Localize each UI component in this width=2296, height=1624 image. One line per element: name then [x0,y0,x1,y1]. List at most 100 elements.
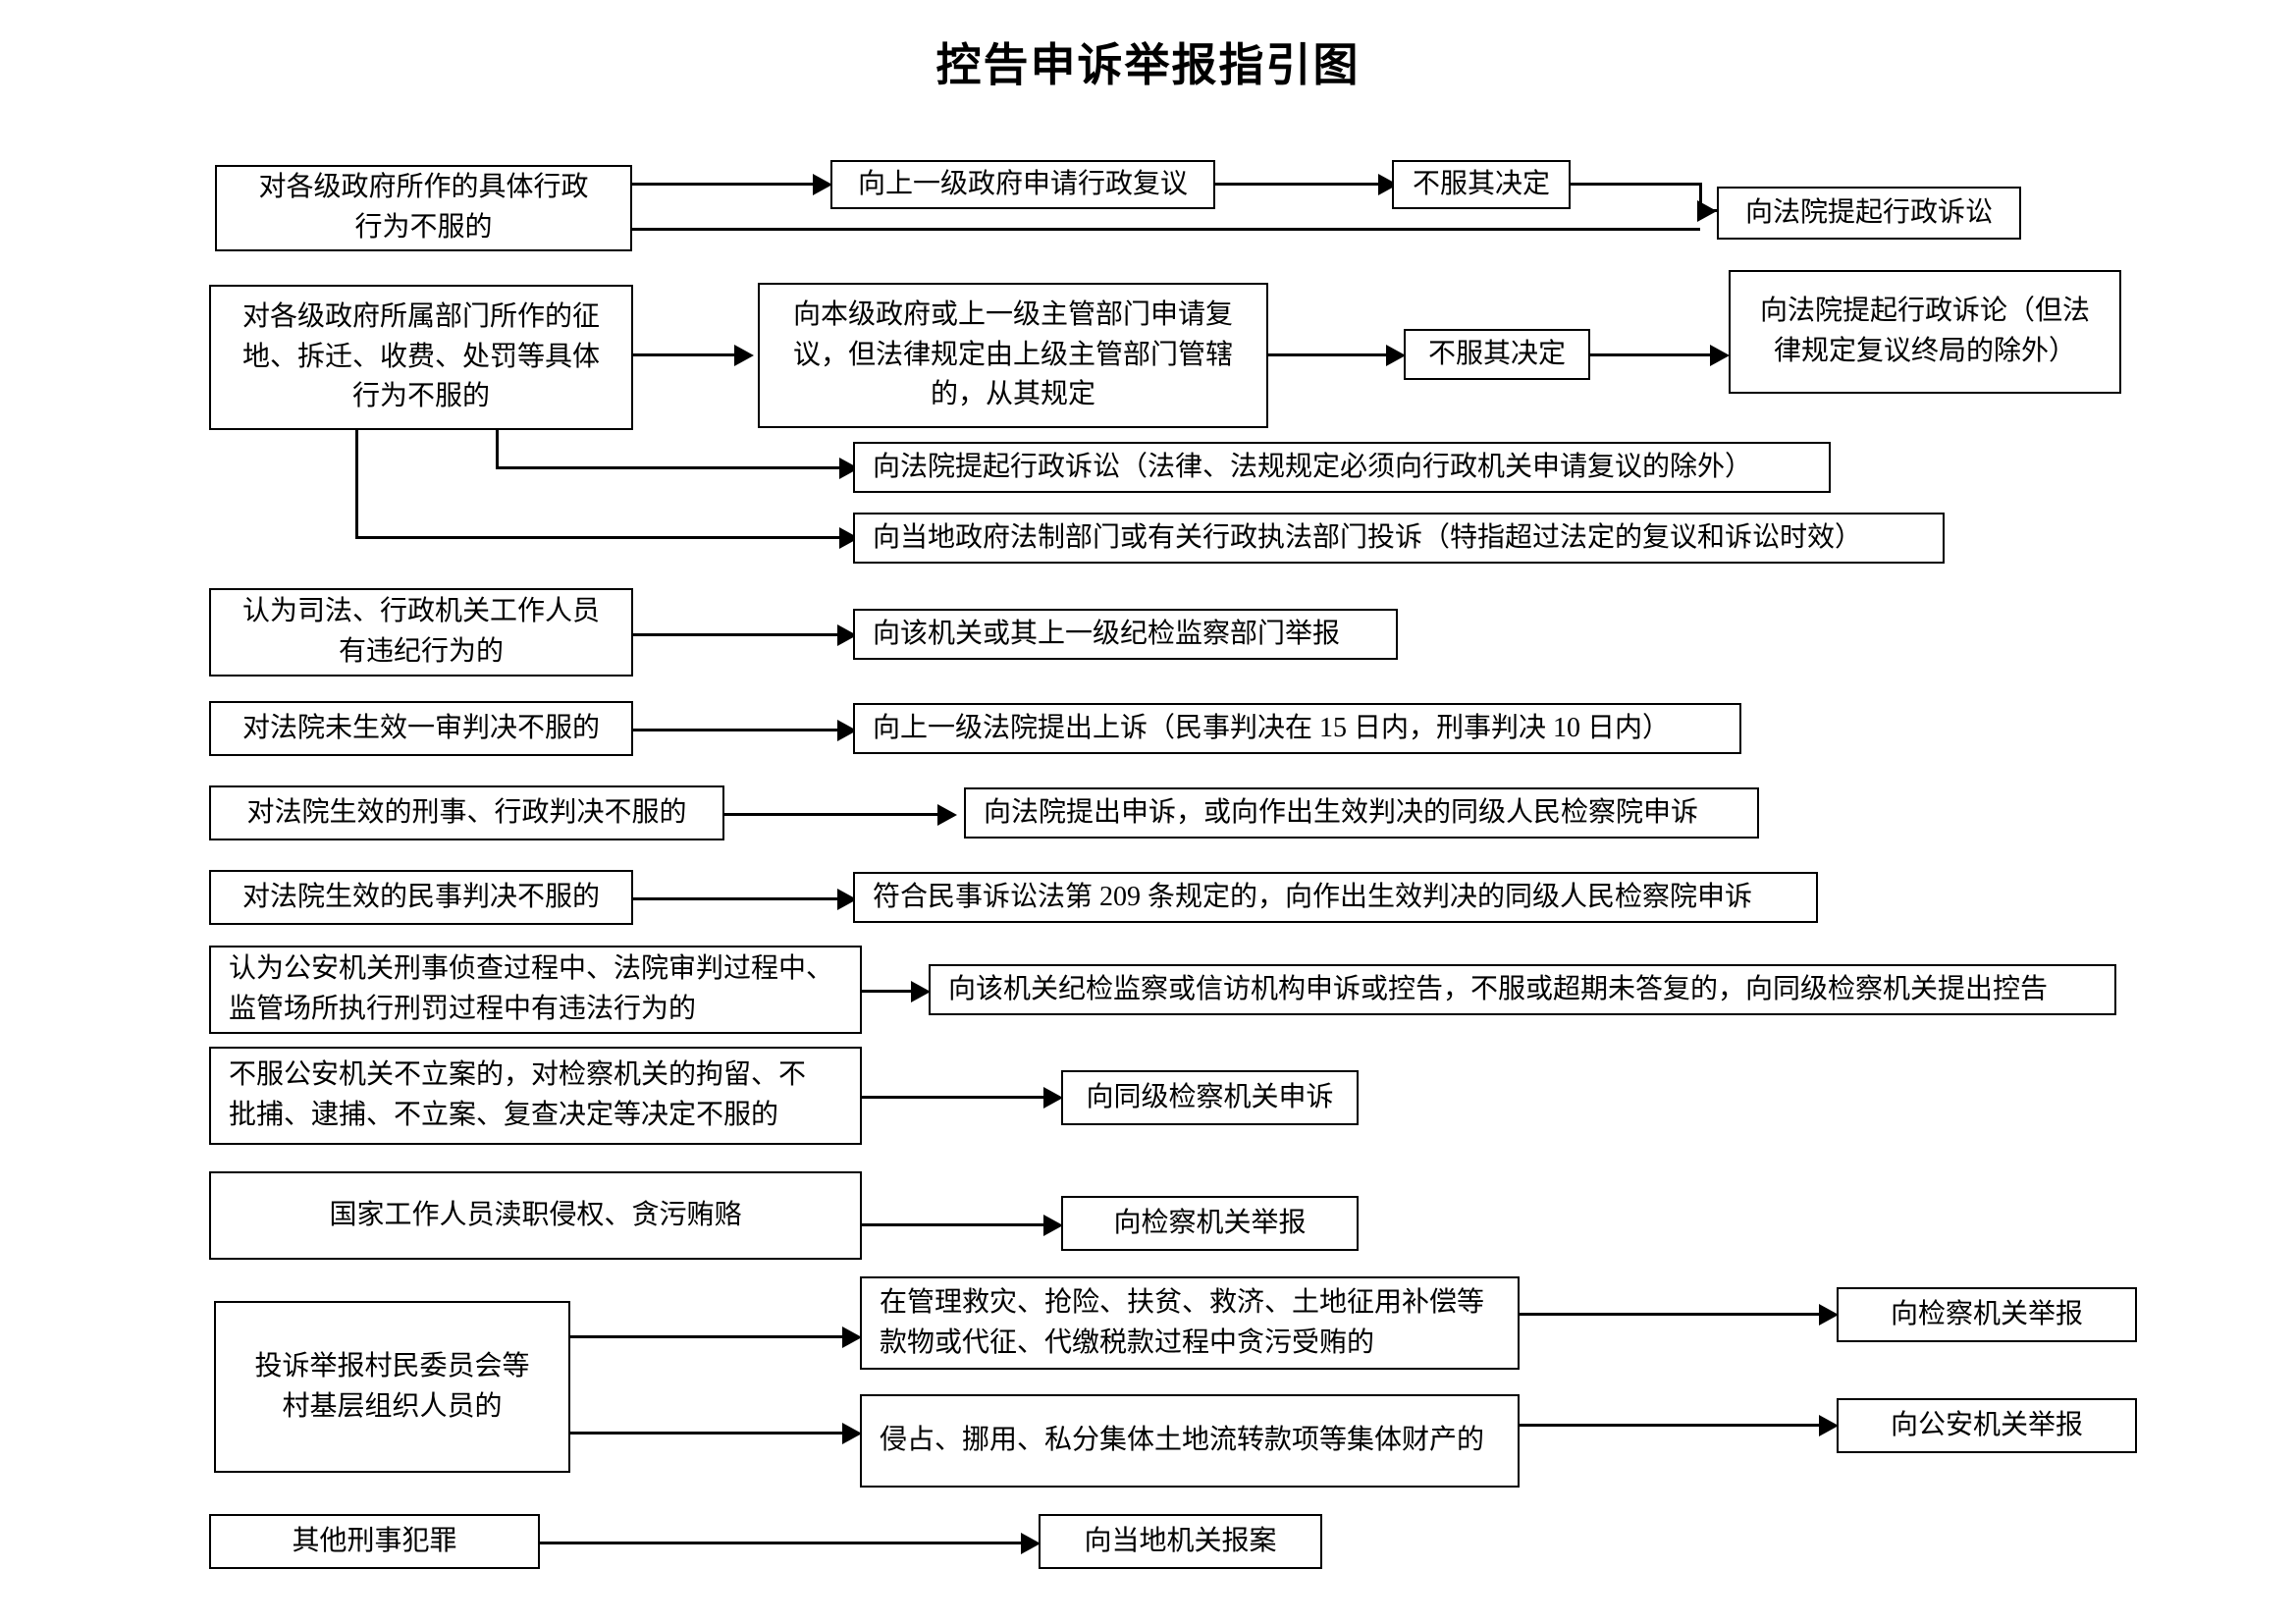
connector-r2-c [1590,353,1716,356]
node-label: 国家工作人员渎职侵权、贪污贿赂 [329,1199,742,1230]
node-dereliction-corruption-source: 国家工作人员渎职侵权、贪污贿赂 [209,1171,862,1260]
arrowhead-r6 [837,720,857,741]
connector-r2-a [633,353,739,356]
node-effective-civil-judgment-source: 对法院生效的民事判决不服的 [209,870,633,925]
node-disagree-decision-2: 不服其决定 [1404,329,1590,380]
node-label: 向检察机关举报 [1890,1298,2083,1329]
node-label: 投诉举报村民委员会等 村基层组织人员的 [254,1350,530,1422]
node-illegal-conduct-source: 认为公安机关刑事侦查过程中、法院审判过程中、 监管场所执行刑罚过程中有违法行为的 [209,946,862,1034]
arrowhead-r13 [1021,1533,1041,1554]
connector-r12-a [570,1335,847,1338]
connector-r2-to-complaint [355,536,844,539]
connector-r8 [633,897,841,900]
connector-r12-a2 [1520,1313,1824,1316]
page-title: 控告申诉举报指引图 [935,40,1361,90]
node-appeal-court-or-procuratorate: 向法院提出申诉，或向作出生效判决的同级人民检察院申诉 [964,787,1759,839]
node-label: 不服公安机关不立案的，对检察机关的拘留、不 批捕、逮捕、不立案、复查决定等决定不… [229,1059,807,1130]
connector-r2-drop-complaint [355,430,358,538]
connector-r2-to-lawsuit [496,466,844,469]
node-label: 向上一级法院提出上诉（民事判决在 15 日内，刑事判决 10 日内） [873,712,1671,743]
connector-r9 [862,990,916,993]
node-label: 向公安机关举报 [1890,1409,2083,1440]
arrowhead-r10 [1043,1087,1063,1109]
node-dept-act-source: 对各级政府所属部门所作的征 地、拆迁、收费、处罚等具体 行为不服的 [209,285,633,430]
arrowhead-r7 [937,804,957,826]
connector-r12-b2 [1520,1424,1824,1427]
node-label: 向该机关或其上一级纪检监察部门举报 [873,618,1341,649]
node-apply-admin-review: 向上一级政府申请行政复议 [830,160,1215,209]
arrowhead-r12-b [842,1423,862,1444]
node-disaster-relief-corruption: 在管理救灾、抢险、扶贫、救济、土地征用补偿等 款物或代征、代缴税款过程中贪污受贿… [860,1276,1520,1370]
node-label: 向法院提起行政诉讼 [1744,196,1993,228]
arrowhead-r1-c [1697,200,1717,222]
node-no-case-filing-source: 不服公安机关不立案的，对检察机关的拘留、不 批捕、逮捕、不立案、复查决定等决定不… [209,1047,862,1145]
arrowhead-r12-a [842,1326,862,1348]
arrowhead-r2-c [1710,345,1730,366]
node-complain-legal-dept: 向当地政府法制部门或有关行政执法部门投诉（特指超过法定的复议和诉讼时效） [853,513,1945,564]
node-report-procuratorate-1: 向检察机关举报 [1061,1196,1359,1251]
node-label: 不服其决定 [1427,338,1566,369]
node-file-admin-lawsuit-2: 向法院提起行政诉论（但法 律规定复议终局的除外） [1729,270,2121,394]
node-label: 对法院生效的刑事、行政判决不服的 [246,796,687,828]
node-report-police: 向公安机关举报 [1837,1398,2137,1453]
node-appeal-discipline-or-procuratorate: 向该机关纪检监察或信访机构申诉或控告，不服或超期未答复的，向同级检察机关提出控告 [929,964,2116,1015]
node-label: 对各级政府所作的具体行政 行为不服的 [258,172,589,243]
arrowhead-r2-a [734,345,754,366]
connector-r5 [633,633,841,636]
node-disagree-decision-1: 不服其决定 [1392,160,1571,209]
connector-r1-c [1571,183,1702,186]
node-first-instance-judgment-source: 对法院未生效一审判决不服的 [209,701,633,756]
node-label: 向同级检察机关申诉 [1086,1081,1334,1112]
connector-r2-b [1268,353,1392,356]
node-discipline-violation-source: 认为司法、行政机关工作人员 有违纪行为的 [209,588,633,677]
node-label: 认为公安机关刑事侦查过程中、法院审判过程中、 监管场所执行刑罚过程中有违法行为的 [229,953,834,1024]
node-label: 不服其决定 [1412,168,1550,199]
node-label: 向法院提出申诉，或向作出生效判决的同级人民检察院申诉 [984,796,1699,828]
node-admin-act-source: 对各级政府所作的具体行政 行为不服的 [215,165,632,251]
node-label: 对各级政府所属部门所作的征 地、拆迁、收费、处罚等具体 行为不服的 [241,301,600,412]
node-apply-review-dept: 向本级政府或上一级主管部门申请复 议，但法律规定由上级主管部门管辖 的，从其规定 [758,283,1268,428]
connector-r1-c-drop [1699,183,1702,212]
node-label: 在管理救灾、抢险、扶贫、救济、土地征用补偿等 款物或代征、代缴税款过程中贪污受贿… [880,1286,1485,1358]
arrowhead-r5 [837,624,857,646]
node-appeal-same-level-procuratorate: 向同级检察机关申诉 [1061,1070,1359,1125]
node-embezzle-collective-property: 侵占、挪用、私分集体土地流转款项等集体财产的 [860,1394,1520,1488]
node-label: 向当地机关报案 [1084,1525,1277,1556]
node-label: 其他刑事犯罪 [292,1525,457,1556]
connector-r6 [633,729,841,731]
node-report-local-authority: 向当地机关报案 [1039,1514,1322,1569]
node-other-crimes-source: 其他刑事犯罪 [209,1514,540,1569]
node-label: 向上一级政府申请行政复议 [857,168,1188,199]
node-label: 向法院提起行政诉论（但法 律规定复议终局的除外） [1759,296,2090,366]
node-label: 向本级政府或上一级主管部门申请复 议，但法律规定由上级主管部门管辖 的，从其规定 [792,299,1233,410]
connector-r10 [862,1096,1048,1099]
node-label: 向该机关纪检监察或信访机构申诉或控告，不服或超期未答复的，向同级检察机关提出控告 [948,973,2049,1004]
node-report-procuratorate-2: 向检察机关举报 [1837,1287,2137,1342]
arrowhead-r9 [911,981,931,1002]
node-file-lawsuit-exception: 向法院提起行政诉讼（法律、法规规定必须向行政机关申请复议的除外） [853,442,1831,493]
connector-r1-a [632,183,819,186]
node-label: 认为司法、行政机关工作人员 有违纪行为的 [241,596,600,667]
arrowhead-r8 [837,889,857,910]
arrowhead-r12-b2 [1819,1415,1839,1436]
node-label: 符合民事诉讼法第 209 条规定的，向作出生效判决的同级人民检察院申诉 [873,881,1753,912]
node-label: 侵占、挪用、私分集体土地流转款项等集体财产的 [880,1425,1485,1456]
node-label: 向当地政府法制部门或有关行政执法部门投诉（特指超过法定的复议和诉讼时效） [873,521,1863,553]
connector-r12-b [570,1432,847,1435]
connector-r7 [724,813,942,816]
connector-r1-d [632,228,1700,231]
node-label: 对法院生效的民事判决不服的 [241,881,600,912]
node-label: 对法院未生效一审判决不服的 [241,712,600,743]
node-file-admin-lawsuit-1: 向法院提起行政诉讼 [1717,187,2021,240]
node-civil-procedure-209: 符合民事诉讼法第 209 条规定的，向作出生效判决的同级人民检察院申诉 [853,872,1818,923]
arrowhead-r11 [1043,1215,1063,1236]
arrowhead-r2-b [1386,345,1406,366]
node-label: 向法院提起行政诉讼（法律、法规规定必须向行政机关申请复议的除外） [873,451,1753,482]
node-appeal-higher-court: 向上一级法院提出上诉（民事判决在 15 日内，刑事判决 10 日内） [853,703,1741,754]
connector-r2-drop-lawsuit [496,430,499,469]
connector-r1-b [1215,183,1384,186]
node-report-discipline-dept: 向该机关或其上一级纪检监察部门举报 [853,609,1398,660]
connector-r11 [862,1223,1048,1226]
connector-r13 [540,1542,1026,1544]
